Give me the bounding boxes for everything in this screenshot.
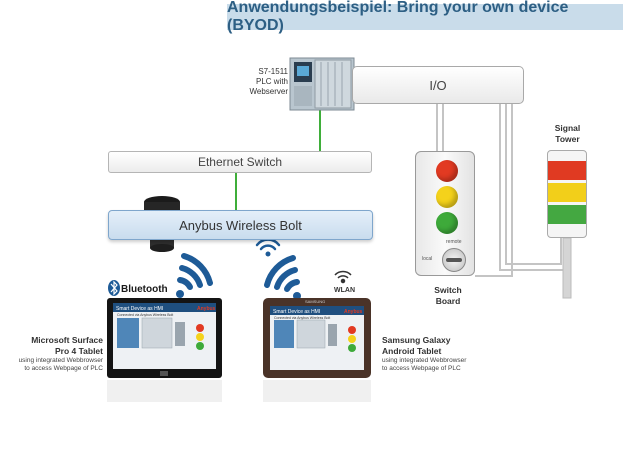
plc-device (289, 57, 355, 111)
knob-label-remote: remote (446, 239, 462, 245)
microsoft-caption: Microsoft Surface Pro 4 Tablet using int… (8, 335, 103, 373)
samsung-name-line1: Samsung Galaxy (382, 335, 451, 345)
microsoft-screen-header: Smart Device as HMI (116, 306, 163, 312)
page-title: Anwendungsbeispiel: Bring your own devic… (227, 0, 623, 34)
samsung-brand-mark: SAMSUNG (305, 299, 325, 304)
signal-tower-label: Signal Tower (545, 123, 590, 145)
samsung-wifi-icon (264, 255, 301, 300)
signal-tower-yellow (548, 183, 586, 202)
plc-label-line1: S7-1511 (258, 67, 288, 76)
bluetooth-label: Bluetooth (121, 284, 168, 295)
microsoft-wifi-icon (176, 253, 213, 298)
green-lamp (436, 212, 458, 234)
samsung-tablet-reflection (263, 380, 371, 402)
wlan-label: WLAN (334, 287, 355, 294)
microsoft-tablet (107, 298, 222, 378)
yellow-lamp (436, 186, 458, 208)
samsung-screen-subheader: Connected via Anybus Wireless Bolt (274, 316, 330, 320)
microsoft-name-line2: Pro 4 Tablet (54, 346, 103, 356)
microsoft-screen-subheader: Connected via Anybus Wireless Bolt (117, 313, 173, 317)
microsoft-note-line1: using integrated Webbrowser (18, 357, 103, 364)
microsoft-screen-brand: Anybus (197, 306, 216, 312)
signal-tower-pole (562, 237, 572, 299)
samsung-note-line1: using integrated Webbrowser (382, 357, 467, 364)
plc-label-line3: Webserver (249, 87, 288, 96)
samsung-note-line2: to access Webpage of PLC (382, 365, 461, 372)
signal-tower-label-line2: Tower (555, 134, 580, 144)
io-wire-switch-board (436, 104, 444, 151)
ethernet-switch-label: Ethernet Switch (197, 155, 283, 169)
io-module: I/O (352, 66, 524, 104)
selector-knob (442, 248, 466, 272)
switch-board-label-line2: Board (435, 296, 461, 306)
plc-label: S7-1511 PLC with Webserver (228, 67, 288, 97)
knob-label-local: local (422, 256, 433, 262)
samsung-screen-header: Smart Device as HMI (273, 309, 320, 315)
signal-tower-label-line1: Signal (554, 123, 581, 133)
switch-board: remote local (415, 151, 475, 276)
samsung-caption: Samsung Galaxy Android Tablet using inte… (382, 335, 492, 373)
microsoft-tablet-reflection (107, 380, 222, 402)
signal-tower-red (548, 161, 586, 180)
signal-tower-green (548, 205, 586, 224)
signal-tower (547, 150, 587, 238)
anybus-wifi-icon (255, 238, 281, 257)
samsung-screen-brand: Anybus (344, 309, 363, 315)
switch-board-label: Switch Board (420, 285, 476, 307)
anybus-wireless-bolt: Anybus Wireless Bolt (108, 210, 373, 240)
ethernet-switch: Ethernet Switch (108, 151, 372, 173)
io-label: I/O (429, 77, 447, 93)
red-lamp (436, 160, 458, 182)
samsung-tablet (263, 298, 371, 378)
microsoft-name-line1: Microsoft Surface (31, 335, 103, 345)
microsoft-note-line2: to access Webpage of PLC (24, 365, 103, 372)
bluetooth-icon (108, 280, 120, 296)
plc-label-line2: PLC with (255, 77, 288, 86)
samsung-name-line2: Android Tablet (382, 346, 442, 356)
switch-board-label-line1: Switch (434, 285, 462, 295)
anybus-label: Anybus Wireless Bolt (179, 217, 302, 233)
wlan-icon (334, 270, 352, 284)
